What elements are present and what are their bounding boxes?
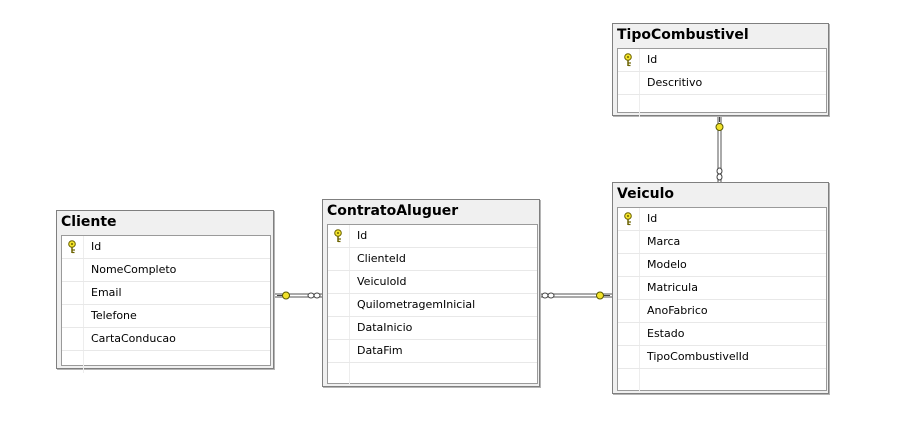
- column-row[interactable]: Email: [62, 282, 270, 305]
- relationship-tipocombustivel-veiculo[interactable]: [715, 115, 724, 182]
- column-row[interactable]: Telefone: [62, 305, 270, 328]
- column-row[interactable]: Modelo: [618, 254, 826, 277]
- table-tipocombustivel[interactable]: TipoCombustivel Id Descritivo: [612, 23, 829, 117]
- column-name: Id: [357, 229, 368, 242]
- key-icon: [624, 53, 632, 67]
- column-name: Matricula: [647, 281, 698, 294]
- key-end-icon: [715, 116, 724, 131]
- infinity-end-icon: [541, 292, 555, 299]
- table-cliente[interactable]: Cliente Id NomeCompleto Email Telefone C…: [56, 210, 274, 373]
- column-row[interactable]: Id: [328, 225, 537, 248]
- column-row[interactable]: CartaConducao: [62, 328, 270, 351]
- column-row[interactable]: VeiculoId: [328, 271, 537, 294]
- column-name: Id: [647, 53, 658, 66]
- infinity-end-icon: [716, 167, 723, 181]
- column-row[interactable]: DataFim: [328, 340, 537, 363]
- column-name: DataInicio: [357, 321, 413, 334]
- relationship-veiculo-contrato[interactable]: [540, 291, 612, 300]
- key-icon: [334, 229, 342, 243]
- column-name: NomeCompleto: [91, 263, 177, 276]
- new-column-row[interactable]: [62, 351, 270, 373]
- table-title: Cliente: [61, 214, 117, 230]
- column-grid: Id Descritivo: [617, 48, 827, 117]
- column-row[interactable]: Estado: [618, 323, 826, 346]
- column-name: Marca: [647, 235, 681, 248]
- column-name: TipoCombustivelId: [647, 350, 749, 363]
- new-column-row[interactable]: [328, 363, 537, 385]
- column-name: ClienteId: [357, 252, 406, 265]
- table-veiculo[interactable]: Veiculo Id Marca Modelo Matricula AnoFab…: [612, 182, 829, 394]
- table-title: ContratoAluguer: [327, 203, 459, 219]
- column-name: AnoFabrico: [647, 304, 708, 317]
- column-name: DataFim: [357, 344, 403, 357]
- column-row[interactable]: AnoFabrico: [618, 300, 826, 323]
- column-row[interactable]: Id: [618, 49, 826, 72]
- relationship-cliente-contrato[interactable]: [274, 291, 322, 300]
- column-name: Estado: [647, 327, 685, 340]
- column-row[interactable]: Matricula: [618, 277, 826, 300]
- column-row[interactable]: NomeCompleto: [62, 259, 270, 282]
- key-icon: [68, 240, 76, 254]
- column-name: Id: [647, 212, 658, 225]
- column-grid: Id Marca Modelo Matricula AnoFabrico Est…: [617, 207, 827, 391]
- column-row[interactable]: Id: [618, 208, 826, 231]
- column-name: Email: [91, 286, 122, 299]
- column-name: CartaConducao: [91, 332, 176, 345]
- column-grid: Id ClienteId VeiculoId QuilometragemInic…: [327, 224, 538, 385]
- infinity-end-icon: [307, 292, 321, 299]
- key-icon: [624, 212, 632, 226]
- column-name: QuilometragemInicial: [357, 298, 476, 311]
- column-name: Descritivo: [647, 76, 703, 89]
- column-grid: Id NomeCompleto Email Telefone CartaCond…: [61, 235, 271, 373]
- column-name: Telefone: [91, 309, 137, 322]
- column-name: Id: [91, 240, 102, 253]
- column-row[interactable]: Descritivo: [618, 72, 826, 95]
- table-title: TipoCombustivel: [617, 27, 749, 43]
- column-row[interactable]: TipoCombustivelId: [618, 346, 826, 369]
- table-title: Veiculo: [617, 186, 675, 202]
- column-row[interactable]: Marca: [618, 231, 826, 254]
- column-row[interactable]: QuilometragemInicial: [328, 294, 537, 317]
- key-end-icon: [596, 291, 610, 300]
- key-end-icon: [277, 291, 290, 300]
- table-contratoaluguer[interactable]: ContratoAluguer Id ClienteId VeiculoId Q…: [322, 199, 540, 387]
- new-column-row[interactable]: [618, 369, 826, 391]
- column-name: Modelo: [647, 258, 687, 271]
- column-row[interactable]: Id: [62, 236, 270, 259]
- column-name: VeiculoId: [357, 275, 407, 288]
- column-row[interactable]: ClienteId: [328, 248, 537, 271]
- new-column-row[interactable]: [618, 95, 826, 117]
- column-row[interactable]: DataInicio: [328, 317, 537, 340]
